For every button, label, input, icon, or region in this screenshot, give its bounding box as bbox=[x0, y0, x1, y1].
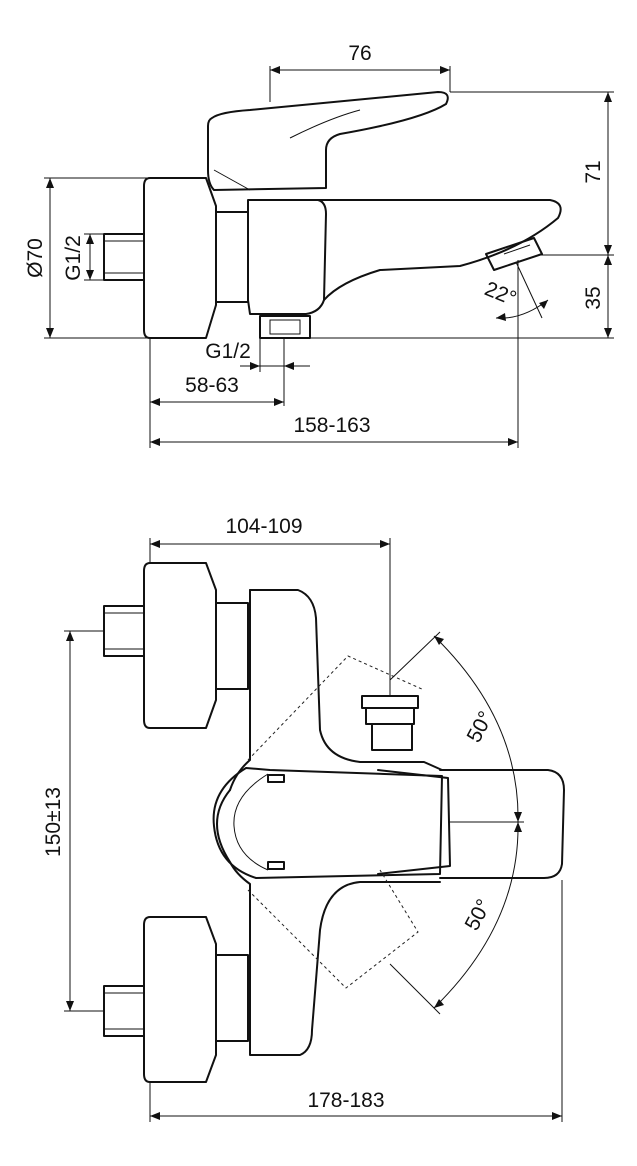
dim-angle-lower: 50° bbox=[461, 896, 496, 935]
dim-height-top: 71 bbox=[582, 160, 605, 183]
side-view-dimensions bbox=[44, 66, 614, 448]
dim-thread-left: G1/2 bbox=[62, 235, 85, 281]
top-view: 104-109 150±13 50° 50° 178-183 bbox=[42, 515, 565, 1122]
dim-spout-reach: 104-109 bbox=[225, 515, 302, 538]
dim-overall-side: 158-163 bbox=[293, 414, 370, 437]
dim-centres: 150±13 bbox=[42, 787, 65, 857]
dim-diameter: Ø70 bbox=[24, 238, 47, 278]
dim-inner: 58-63 bbox=[185, 374, 239, 397]
top-view-body bbox=[103, 562, 565, 1083]
dim-height-bottom: 35 bbox=[582, 286, 605, 309]
side-view: 76 71 35 Ø70 G1/2 G1/2 22° 58-63 158-163 bbox=[24, 42, 614, 448]
dim-thread-bottom: G1/2 bbox=[205, 340, 251, 363]
top-view-dimensions bbox=[64, 538, 563, 1122]
dim-angle: 22° bbox=[481, 277, 519, 310]
dim-handle-length: 76 bbox=[348, 42, 371, 65]
dim-overall-top: 178-183 bbox=[307, 1089, 384, 1112]
side-view-body bbox=[103, 91, 562, 339]
